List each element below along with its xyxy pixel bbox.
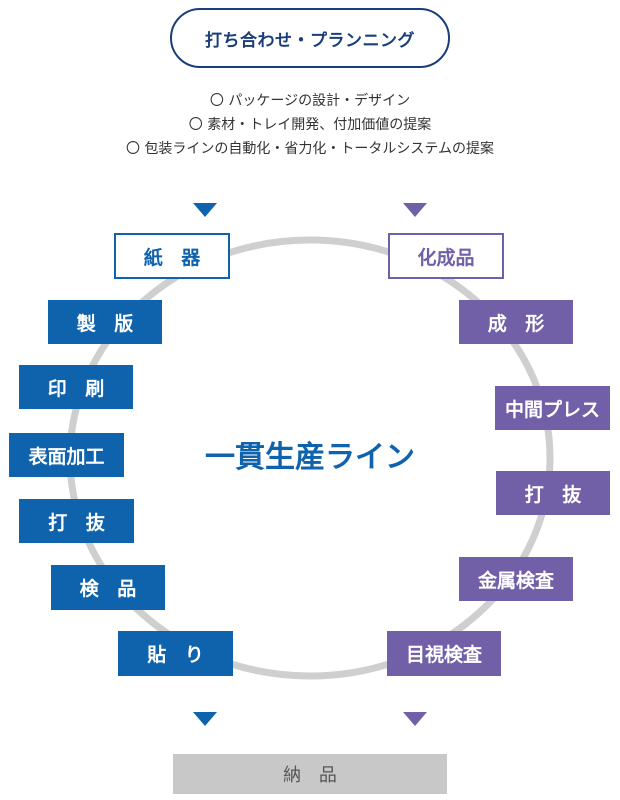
- paper-step-label: 印 刷: [47, 377, 111, 400]
- paper-step-printing: 印 刷: [19, 365, 133, 409]
- plastic-step-metal-inspection: 金属検査: [459, 557, 573, 601]
- plastic-step-visual-inspection: 目視検査: [387, 631, 501, 676]
- paper-step-label: 検 品: [79, 578, 143, 600]
- plastic-step-die-cutting: 打 抜: [496, 471, 610, 515]
- plastic-step-label: 中間プレス: [504, 398, 600, 421]
- paper-title-box: 紙 器: [114, 233, 230, 279]
- paper-step-label: 表面加工: [28, 445, 105, 468]
- plastic-title: 化成品: [417, 246, 475, 269]
- planning-header-label: 打ち合わせ・プランニング: [205, 30, 415, 51]
- plastic-final-arrow-icon: [403, 712, 427, 726]
- delivery-label: 納 品: [283, 765, 343, 786]
- paper-step-label: 打 抜: [48, 511, 111, 534]
- paper-step-surface-finishing: 表面加工: [9, 433, 124, 477]
- delivery-box: 納 品: [173, 754, 447, 794]
- plastic-step-forming: 成 形: [459, 300, 573, 344]
- planning-header: 打ち合わせ・プランニング: [170, 8, 450, 68]
- paper-step-inspection: 検 品: [51, 565, 165, 610]
- plastic-step-intermediate-press: 中間プレス: [495, 386, 610, 430]
- plastic-step-label: 金属検査: [477, 569, 554, 592]
- note-item: 〇 包装ラインの自動化・省力化・トータルシステムの提案: [125, 141, 495, 157]
- paper-step-label: 貼 り: [147, 644, 210, 666]
- paper-step-plate-making: 製 版: [48, 300, 162, 344]
- paper-step-gluing: 貼 り: [118, 631, 233, 676]
- plastic-title-box: 化成品: [388, 233, 504, 279]
- planning-notes: 〇 パッケージの設計・デザイン 〇 素材・トレイ開発、付加価値の提案 〇 包装ラ…: [0, 89, 620, 161]
- paper-step-label: 製 版: [76, 312, 140, 335]
- paper-title: 紙 器: [143, 246, 207, 269]
- integrated-production-line-label: 一貫生産ライン: [205, 440, 415, 475]
- paper-arrow-down-icon: [193, 203, 217, 217]
- paper-final-arrow-icon: [193, 712, 217, 726]
- plastic-arrow-down-icon: [403, 203, 427, 217]
- paper-step-die-cutting: 打 抜: [19, 499, 134, 543]
- note-item: 〇 パッケージの設計・デザイン: [209, 93, 411, 109]
- plastic-step-label: 目視検査: [405, 644, 482, 666]
- plastic-step-label: 成 形: [487, 312, 551, 335]
- plastic-step-label: 打 抜: [524, 483, 588, 506]
- note-item: 〇 素材・トレイ開発、付加価値の提案: [188, 117, 432, 133]
